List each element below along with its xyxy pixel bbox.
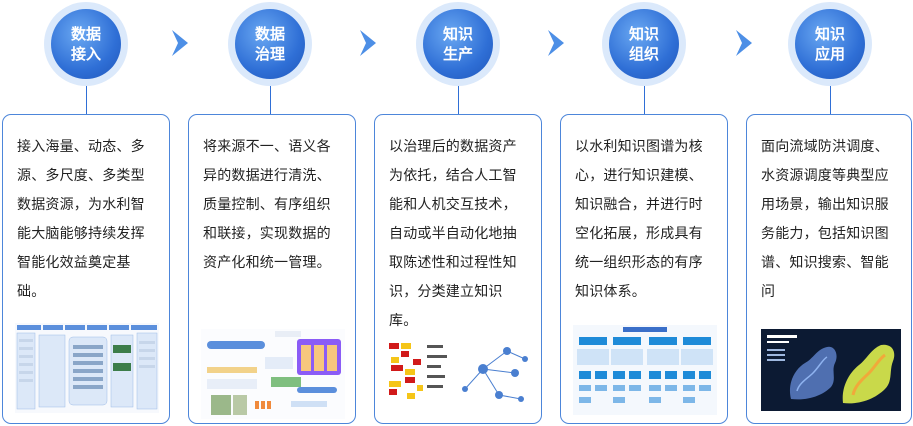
arrow-right-icon — [360, 30, 376, 56]
stage-description: 面向流域防洪调度、水资源调度等典型应用场景，输出知识服务能力，包括知识图谱、知识… — [761, 139, 889, 300]
knowledge-production-thumbnail — [387, 329, 531, 419]
stage-title-line1: 知识 — [814, 25, 845, 43]
connector-line — [270, 86, 271, 114]
stage-badge: 知识 组织 — [602, 2, 686, 86]
arrow-right-icon — [172, 30, 188, 56]
data-governance-thumbnail — [201, 329, 345, 419]
stage-description: 将来源不一、语义各异的数据进行清洗、质量控制、有序组织和联接，实现数据的资产化和… — [203, 139, 331, 271]
arrow-right-icon — [548, 30, 564, 56]
connector-line — [458, 86, 459, 114]
knowledge-application-thumbnail — [761, 329, 901, 411]
stage-title-line1: 数据 — [70, 25, 101, 43]
stage-card: 接入海量、动态、多源、多尺度、多类型数据资源，为水利智能大脑能够持续发挥智能化效… — [2, 114, 170, 424]
stage-title-line1: 知识 — [442, 25, 473, 43]
stage-badge: 数据 接入 — [44, 2, 128, 86]
stage-title-line2: 接入 — [70, 45, 101, 63]
stage-badge: 数据 治理 — [228, 2, 312, 86]
stage-card: 以水利知识图谱为核心，进行知识建模、知识融合，并进行时空化拓展，形成具有统一组织… — [560, 114, 728, 424]
connector-line — [86, 86, 87, 114]
connector-line — [830, 86, 831, 114]
stage-description: 接入海量、动态、多源、多尺度、多类型数据资源，为水利智能大脑能够持续发挥智能化效… — [17, 139, 145, 300]
stage-card: 以治理后的数据资产为依托，结合人工智能和人机交互技术，自动或半自动化地抽取陈述性… — [374, 114, 542, 424]
stage-title-line2: 应用 — [814, 45, 845, 63]
stage-title-line2: 治理 — [254, 45, 285, 63]
stage-description: 以水利知识图谱为核心，进行知识建模、知识融合，并进行时空化拓展，形成具有统一组织… — [575, 139, 703, 300]
data-access-thumbnail — [15, 323, 159, 413]
stage-title-line1: 数据 — [254, 25, 285, 43]
stage-card: 面向流域防洪调度、水资源调度等典型应用场景，输出知识服务能力，包括知识图谱、知识… — [746, 114, 912, 424]
arrow-right-icon — [736, 30, 752, 56]
connector-line — [644, 86, 645, 114]
stage-description: 以治理后的数据资产为依托，结合人工智能和人机交互技术，自动或半自动化地抽取陈述性… — [389, 139, 517, 329]
knowledge-organization-thumbnail — [573, 325, 717, 415]
stage-badge: 知识 生产 — [416, 2, 500, 86]
stage-title-line2: 组织 — [628, 45, 659, 63]
stage-title-line1: 知识 — [628, 25, 659, 43]
stage-card: 将来源不一、语义各异的数据进行清洗、质量控制、有序组织和联接，实现数据的资产化和… — [188, 114, 356, 424]
stage-title-line2: 生产 — [442, 45, 473, 63]
stage-badge: 知识 应用 — [788, 2, 872, 86]
